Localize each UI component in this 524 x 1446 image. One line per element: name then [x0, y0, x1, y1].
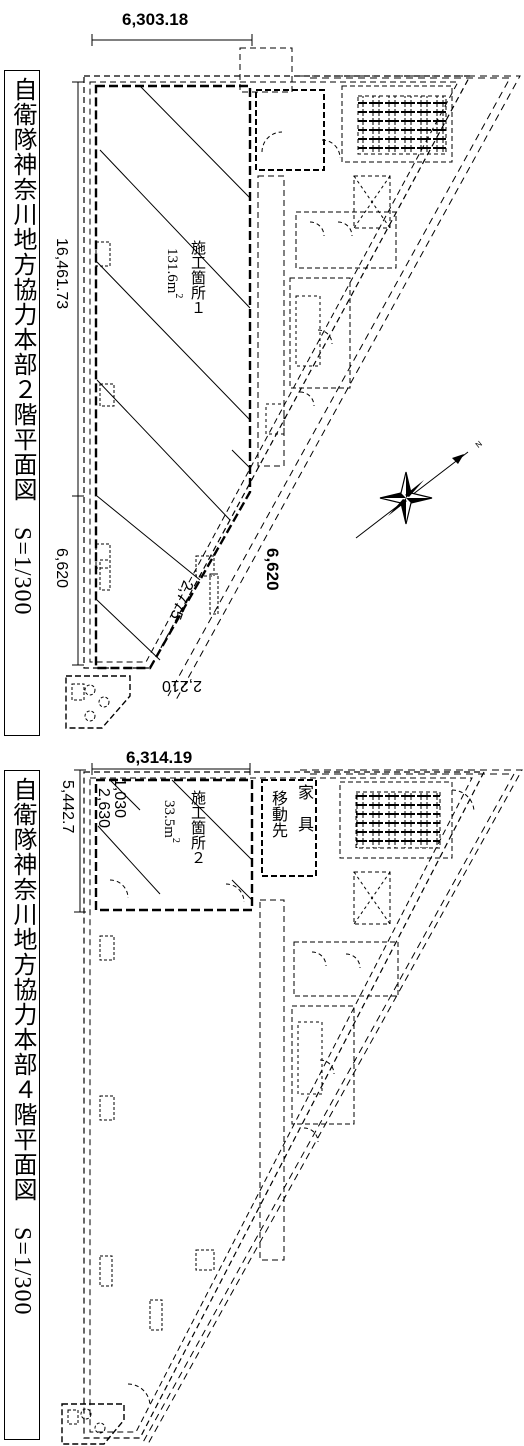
floor4-area-value-box: 33.5m2 [160, 800, 184, 843]
floor4-title-box: 自衛隊神奈川地方協力本部４階平面図 S=1/300 [4, 770, 40, 1440]
floor4-construction-area-2 [94, 778, 254, 912]
floor4-dim-top: 6,314.19 [126, 748, 193, 767]
floor4-dim-small-2: 2,630 [95, 788, 112, 829]
floor4-area-name: 施工箇所２ [189, 790, 205, 865]
floor2-dim-lower: 2,210 [162, 677, 203, 694]
floor2-dim-left-lower: 6,620 [53, 548, 70, 589]
floor2-construction-area-1 [94, 84, 252, 670]
floor2-area-value-box: 131.6m2 [163, 248, 187, 298]
floor4-outer-wall [83, 771, 485, 1439]
floor4-area-label: 施工箇所２ [188, 790, 206, 865]
floor2-title-box: 自衛隊神奈川地方協力本部２階平面図 S=1/300 [4, 70, 40, 736]
floor4-furniture-label-1: 家 具 [295, 784, 312, 832]
floor2-hatch [96, 85, 251, 661]
floor2-title: 自衛隊神奈川地方協力本部２階平面図 S=1/300 [9, 77, 35, 616]
floor4-title: 自衛隊神奈川地方協力本部４階平面図 S=1/300 [9, 777, 35, 1316]
floor2-area-value: 131.6m [164, 248, 180, 294]
floor4-plan [61, 763, 523, 1445]
floor2-area-label: 施工箇所１ [188, 240, 206, 315]
floor4-area-value: 33.5m [161, 800, 177, 838]
floor4-furniture-label-2: 移動先 [269, 790, 286, 838]
floor4-furniture-box [261, 779, 317, 877]
floor2-area-name: 施工箇所１ [189, 240, 205, 315]
floor4-dim-left: 5,442.7 [59, 780, 76, 834]
floor4-hatch [97, 779, 253, 901]
floor2-area-unit-sup: 2 [173, 293, 184, 299]
floor2-fixtures [357, 95, 447, 155]
floor4-area-unit-sup: 2 [170, 837, 181, 843]
floor2-outer-wall [83, 75, 472, 669]
floor4-fixtures [355, 791, 441, 849]
floor2-plan [65, 34, 521, 729]
floor4-dim-small-1: 1,030 [111, 778, 128, 819]
floor2-dim-top: 6,303.18 [122, 10, 189, 29]
floor2-stair-box [239, 47, 293, 93]
floor2-dim-right: 6,620 [263, 548, 282, 591]
floor2-dim-left-upper: 16,461.73 [53, 238, 70, 310]
floor2-stair-bottom [65, 675, 131, 729]
floor4-stair-bottom [61, 1403, 125, 1445]
north-arrow-compass-icon [355, 451, 469, 539]
